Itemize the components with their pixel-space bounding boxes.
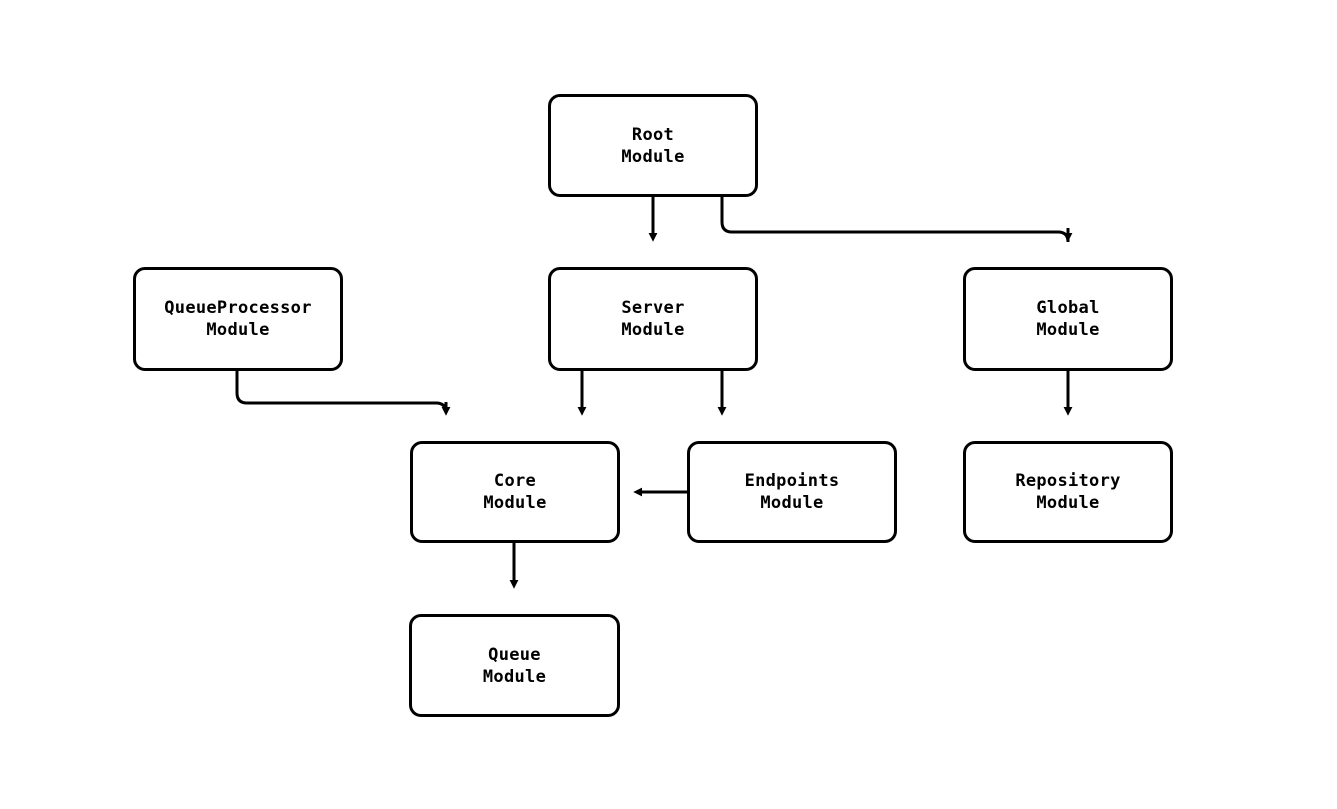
node-repository-module[interactable]: Repository Module — [963, 441, 1173, 543]
edge-root-to-global — [720, 197, 1073, 243]
node-root-module-label: Root Module — [621, 124, 685, 167]
node-server-module-label: Server Module — [621, 298, 685, 340]
node-core-module[interactable]: Core Module — [410, 441, 620, 543]
node-repository-module-label: Repository Module — [1015, 471, 1121, 513]
node-core-module-label: Core Module — [483, 471, 547, 513]
edge-queueprocessor-to-core — [235, 371, 451, 416]
node-endpoints-module[interactable]: Endpoints Module — [687, 441, 897, 543]
node-global-module[interactable]: Global Module — [963, 267, 1173, 371]
node-global-module-label: Global Module — [1036, 298, 1100, 340]
node-queue-module-label: Queue Module — [482, 644, 547, 687]
node-server-module[interactable]: Server Module — [548, 267, 758, 371]
node-queueprocessor-module[interactable]: QueueProcessor Module — [133, 267, 343, 371]
node-queue-module[interactable]: Queue Module — [409, 614, 620, 717]
node-root-module[interactable]: Root Module — [548, 94, 758, 197]
node-endpoints-module-label: Endpoints Module — [744, 471, 840, 513]
node-queueprocessor-module-label: QueueProcessor Module — [164, 298, 312, 340]
